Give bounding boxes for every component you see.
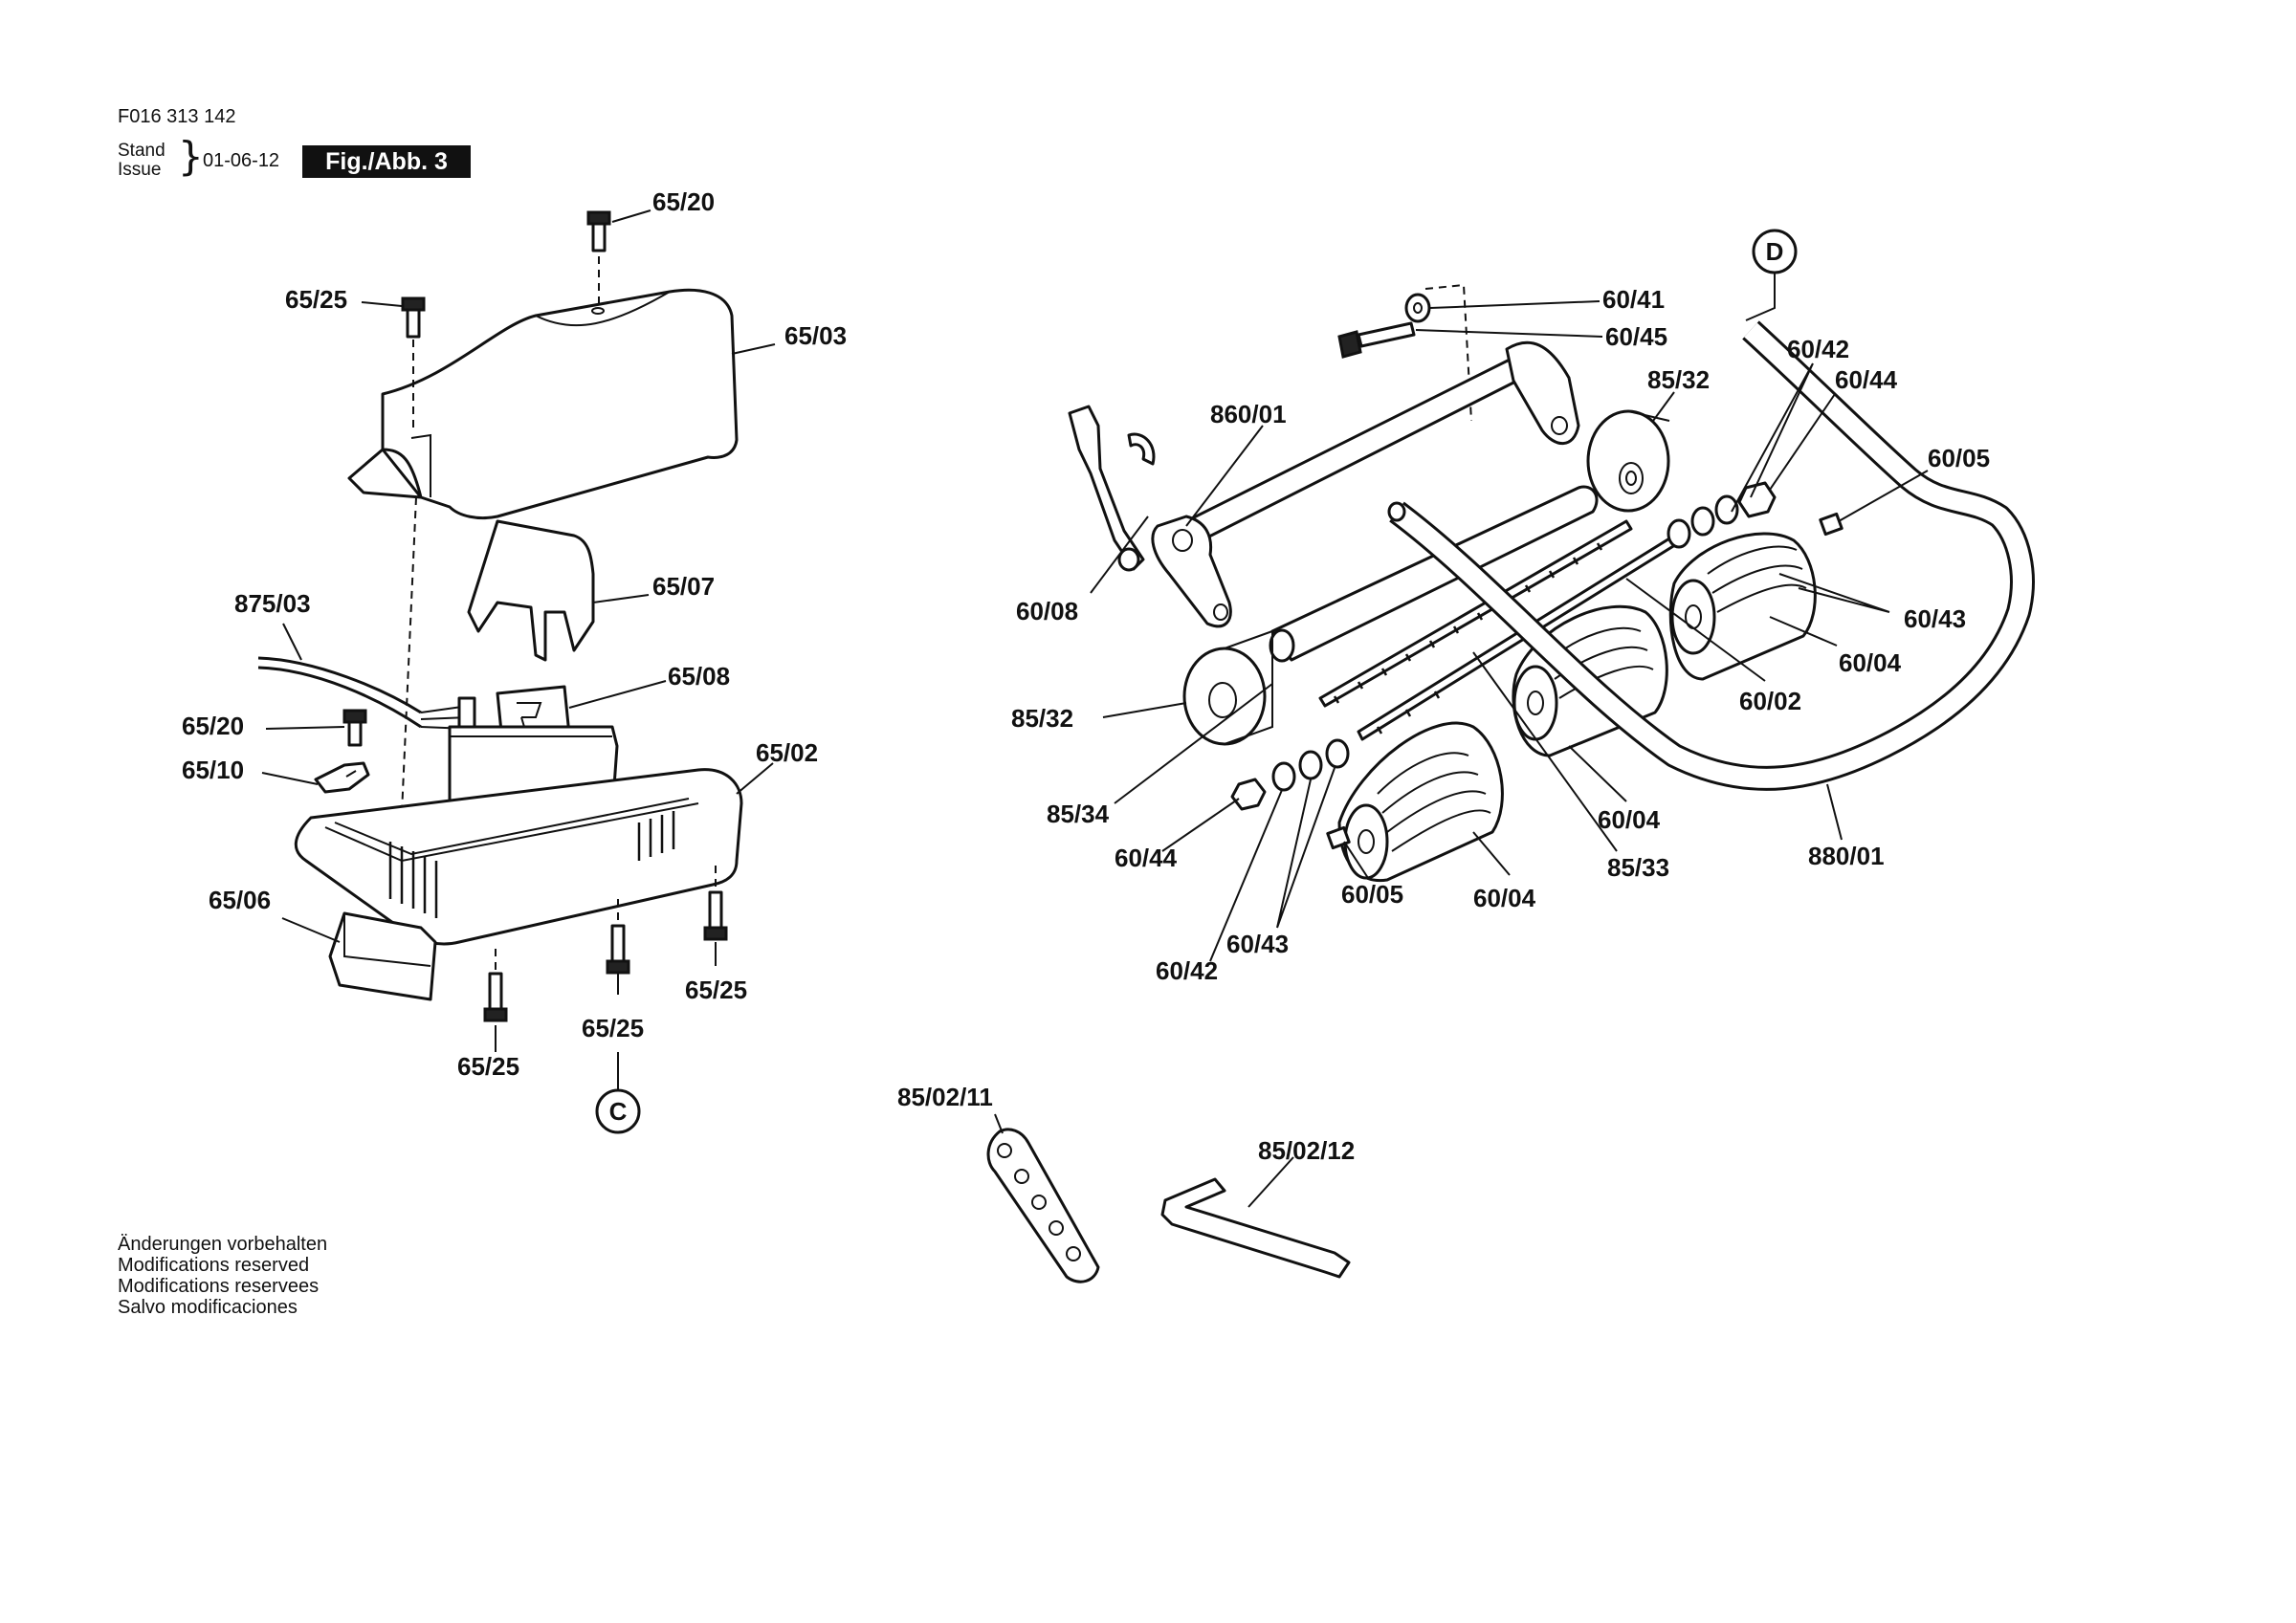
callout-label: 60/44 xyxy=(1115,844,1178,872)
callout-labels: 65/20 65/25 65/03 65/07 875/03 65/08 65/… xyxy=(182,187,1990,1165)
callout-label: 85/33 xyxy=(1607,853,1669,882)
callout-label: 65/07 xyxy=(652,572,715,601)
callout-label: 875/03 xyxy=(234,589,311,618)
callout-label: 60/04 xyxy=(1598,805,1661,834)
screw-left-65-25 xyxy=(401,296,426,339)
figure-badge: Fig./Abb. 3 xyxy=(302,145,471,178)
washer-60-41 xyxy=(1404,293,1431,323)
callout-label: 85/32 xyxy=(1647,365,1710,394)
ref-marker-c-label: C xyxy=(609,1097,628,1126)
callout-label: 880/01 xyxy=(1808,842,1885,870)
callout-label: 60/02 xyxy=(1739,687,1801,715)
callout-label: 860/01 xyxy=(1210,400,1287,428)
callout-label: 65/08 xyxy=(668,662,730,691)
callout-label: 60/44 xyxy=(1835,365,1898,394)
bolt-60-45 xyxy=(1337,321,1416,359)
pin-60-05-left xyxy=(1326,825,1351,850)
clip-65-10 xyxy=(314,761,370,794)
washers-right xyxy=(1667,481,1777,549)
footer-line-en: Modifications reserved xyxy=(118,1255,310,1276)
screw-base-2 xyxy=(606,924,630,975)
callout-label: 65/25 xyxy=(685,976,747,1004)
callout-label: 60/04 xyxy=(1839,648,1902,677)
roller-60-04-a xyxy=(1337,721,1504,883)
handle-880-01 xyxy=(1387,320,2035,791)
shaft-60-02 xyxy=(1318,519,1633,708)
callout-label: 60/05 xyxy=(1928,444,1990,472)
cable-875-03 xyxy=(257,656,476,738)
roller-85-32-top xyxy=(1586,409,1670,513)
callout-label: 65/02 xyxy=(756,738,818,767)
tube-roller xyxy=(1269,485,1599,663)
callout-label: 60/05 xyxy=(1341,880,1403,909)
adjust-bar-85-02-11 xyxy=(986,1128,1100,1283)
hex-key-85-02-12 xyxy=(1160,1177,1351,1279)
callout-label: 65/25 xyxy=(457,1052,519,1081)
foot-pad-65-06 xyxy=(328,911,437,1001)
footer-line-es: Salvo modificaciones xyxy=(118,1297,298,1318)
dash-line xyxy=(401,496,417,814)
screw-top-65-20 xyxy=(586,210,611,252)
callout-label: 85/34 xyxy=(1047,800,1110,828)
callout-label: 65/25 xyxy=(582,1014,644,1042)
callout-label: 60/04 xyxy=(1473,884,1536,912)
callout-label: 60/08 xyxy=(1016,597,1078,625)
callout-label: 65/20 xyxy=(652,187,715,216)
ref-marker-d-label: D xyxy=(1766,237,1784,266)
issue-label: Issue xyxy=(118,160,162,180)
brace-glyph: } xyxy=(178,133,204,180)
footer-notes: Änderungen vorbehalten Modifications res… xyxy=(118,1234,327,1318)
screw-base-1 xyxy=(483,972,508,1022)
callout-label: 60/43 xyxy=(1904,604,1966,633)
callout-label: 60/42 xyxy=(1787,335,1849,363)
callout-label: 65/10 xyxy=(182,756,244,784)
stand-issue-labels: Stand Issue xyxy=(118,142,166,180)
issue-date: 01-06-12 xyxy=(203,150,280,171)
roller-85-32-bottom xyxy=(1182,630,1273,746)
callout-label: 85/02/11 xyxy=(897,1083,993,1111)
stand-label: Stand xyxy=(118,141,166,161)
pin-60-05-right xyxy=(1819,512,1843,537)
callout-label: 60/41 xyxy=(1602,285,1665,314)
roller-60-04-c xyxy=(1668,532,1817,681)
screw-65-20-lower xyxy=(342,709,367,747)
callout-label: 85/02/12 xyxy=(1258,1136,1355,1165)
callout-label: 60/45 xyxy=(1605,322,1667,351)
callout-label: 65/25 xyxy=(285,285,347,314)
bracket-60-08 xyxy=(1068,405,1156,572)
leader-lines xyxy=(261,209,1929,1208)
callout-label: 60/43 xyxy=(1226,930,1289,958)
callout-label: 65/20 xyxy=(182,712,244,740)
footer-line-fr: Modifications reservees xyxy=(118,1276,320,1297)
base-housing-65-02 xyxy=(294,768,743,946)
washers-left xyxy=(1230,738,1350,811)
callout-label: 65/03 xyxy=(784,321,847,350)
baffle-65-07 xyxy=(467,519,595,662)
screw-base-3 xyxy=(703,890,728,941)
leader-line xyxy=(1745,273,1776,321)
callout-label: 85/32 xyxy=(1011,704,1073,733)
callout-label: 60/42 xyxy=(1156,956,1218,985)
axle-frame-860-01 xyxy=(1151,340,1580,628)
top-cover-65-03 xyxy=(347,288,739,520)
footer-line-de: Änderungen vorbehalten xyxy=(118,1234,328,1255)
callout-label: 65/06 xyxy=(209,886,271,914)
document-code: F016 313 142 xyxy=(118,106,236,127)
